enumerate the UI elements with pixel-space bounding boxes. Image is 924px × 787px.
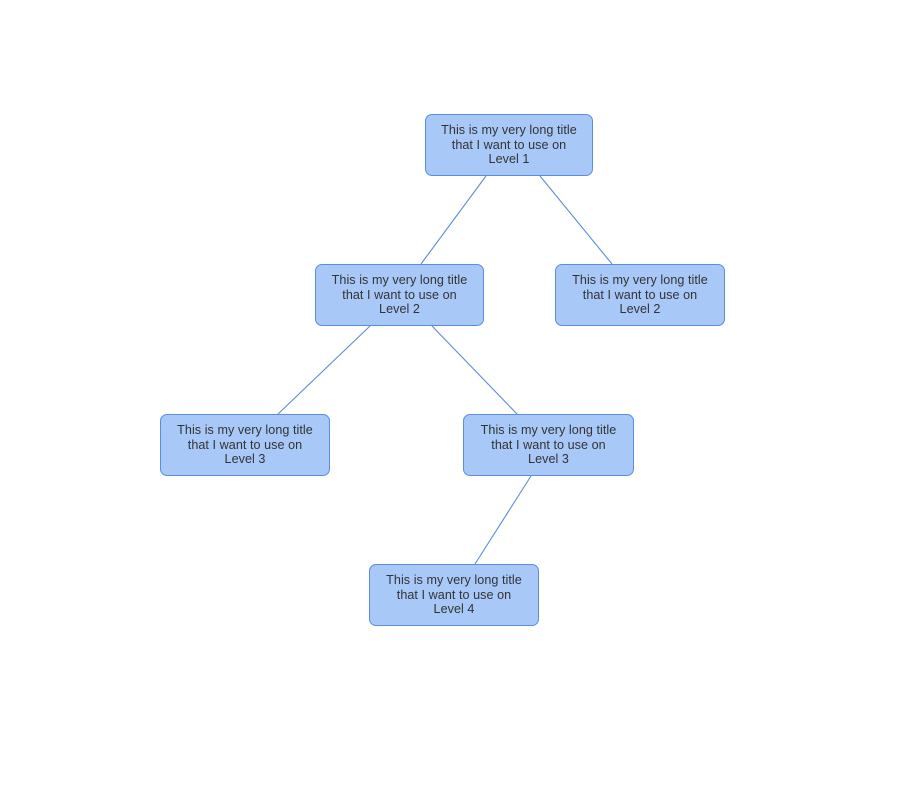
node-label: This is my very long title that I want t… [177, 423, 313, 467]
connector-level2-left-to-level3-right [431, 325, 518, 415]
node-label: This is my very long title that I want t… [572, 273, 708, 317]
node-level4[interactable]: This is my very long title that I want t… [369, 564, 539, 626]
node-root[interactable]: This is my very long title that I want t… [425, 114, 593, 176]
node-level3-left[interactable]: This is my very long title that I want t… [160, 414, 330, 476]
connector-root-to-level2-left [420, 175, 487, 265]
node-label: This is my very long title that I want t… [386, 573, 522, 617]
node-level3-right[interactable]: This is my very long title that I want t… [463, 414, 634, 476]
connector-level2-left-to-level3-left [277, 325, 371, 415]
node-label: This is my very long title that I want t… [331, 273, 468, 317]
node-label: This is my very long title that I want t… [480, 423, 617, 467]
connector-root-to-level2-right [539, 175, 613, 265]
node-label: This is my very long title that I want t… [441, 123, 577, 167]
node-level2-left[interactable]: This is my very long title that I want t… [315, 264, 484, 326]
connector-level3-right-to-level4 [474, 475, 532, 565]
node-level2-right[interactable]: This is my very long title that I want t… [555, 264, 725, 326]
